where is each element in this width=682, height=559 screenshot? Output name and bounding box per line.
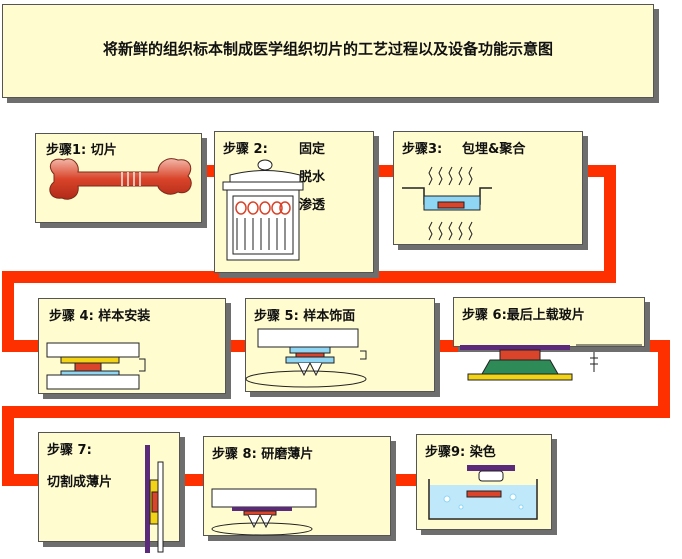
specimen-mount-icon (46, 342, 146, 390)
step-9-label: 步骤9: 染色 (425, 445, 496, 460)
pipe-across-2 (2, 406, 670, 418)
specimen-trimming-icon (245, 328, 367, 388)
step-4-label: 步骤 4: 样本安装 (49, 309, 151, 324)
embedding-mold-icon (402, 166, 492, 241)
step-2-dehydration: 脱水 (299, 170, 326, 185)
pipe-left-down-2 (2, 406, 14, 486)
pipe-7-8 (180, 474, 210, 486)
step-8-label: 步骤 8: 研磨薄片 (212, 447, 314, 462)
step-6-box: 步骤 6:最后上载玻片 (453, 297, 645, 347)
pipe-left-into-7 (2, 474, 42, 486)
bone-icon (49, 158, 192, 200)
step-5-label: 步骤 5: 样本饰面 (254, 309, 356, 324)
step-7-label: 步骤 7: (47, 443, 92, 458)
step-8-box: 步骤 8: 研磨薄片 (203, 436, 391, 536)
step-2-box: 步骤 2: 固定 脱水 渗透 (214, 131, 374, 273)
pipe-2-3 (370, 165, 400, 177)
step-7-sectioning: 切割成薄片 (47, 475, 113, 490)
pipe-right-down-1 (604, 165, 616, 283)
grinding-icon (211, 488, 317, 536)
staining-bath-icon (428, 465, 538, 520)
step-2-label: 步骤 2: (223, 142, 268, 157)
step-3-box: 步骤3: 包埋&聚合 (393, 131, 583, 245)
page-title: 将新鲜的组织标本制成医学组织切片的工艺过程以及设备功能示意图 (102, 40, 553, 58)
pipe-left-down-1 (2, 271, 14, 351)
title-box: 将新鲜的组织标本制成医学组织切片的工艺过程以及设备功能示意图 (2, 4, 654, 98)
step-7-box: 步骤 7: 切割成薄片 (38, 432, 180, 542)
pipe-right-down-2 (658, 340, 670, 418)
tissue-processor-icon (222, 159, 304, 261)
pipe-8-9 (388, 474, 418, 486)
step-2-fixation: 固定 (299, 142, 326, 157)
step-9-box: 步骤9: 染色 (416, 434, 552, 530)
step-6-label: 步骤 6:最后上载玻片 (462, 308, 585, 323)
step-1-box: 步骤1: 切片 (35, 133, 202, 223)
step-1-label: 步骤1: 切片 (46, 143, 117, 158)
step-3-embedding: 包埋&聚合 (462, 142, 526, 157)
pipe-across-1 (2, 271, 616, 283)
step-5-box: 步骤 5: 样本饰面 (245, 298, 435, 392)
pipe-left-into-4 (2, 340, 42, 352)
step-3-label: 步骤3: (402, 142, 443, 157)
step-2-infiltration: 渗透 (299, 198, 326, 213)
pipe-4-5 (222, 340, 252, 352)
step-4-box: 步骤 4: 样本安装 (38, 298, 226, 394)
